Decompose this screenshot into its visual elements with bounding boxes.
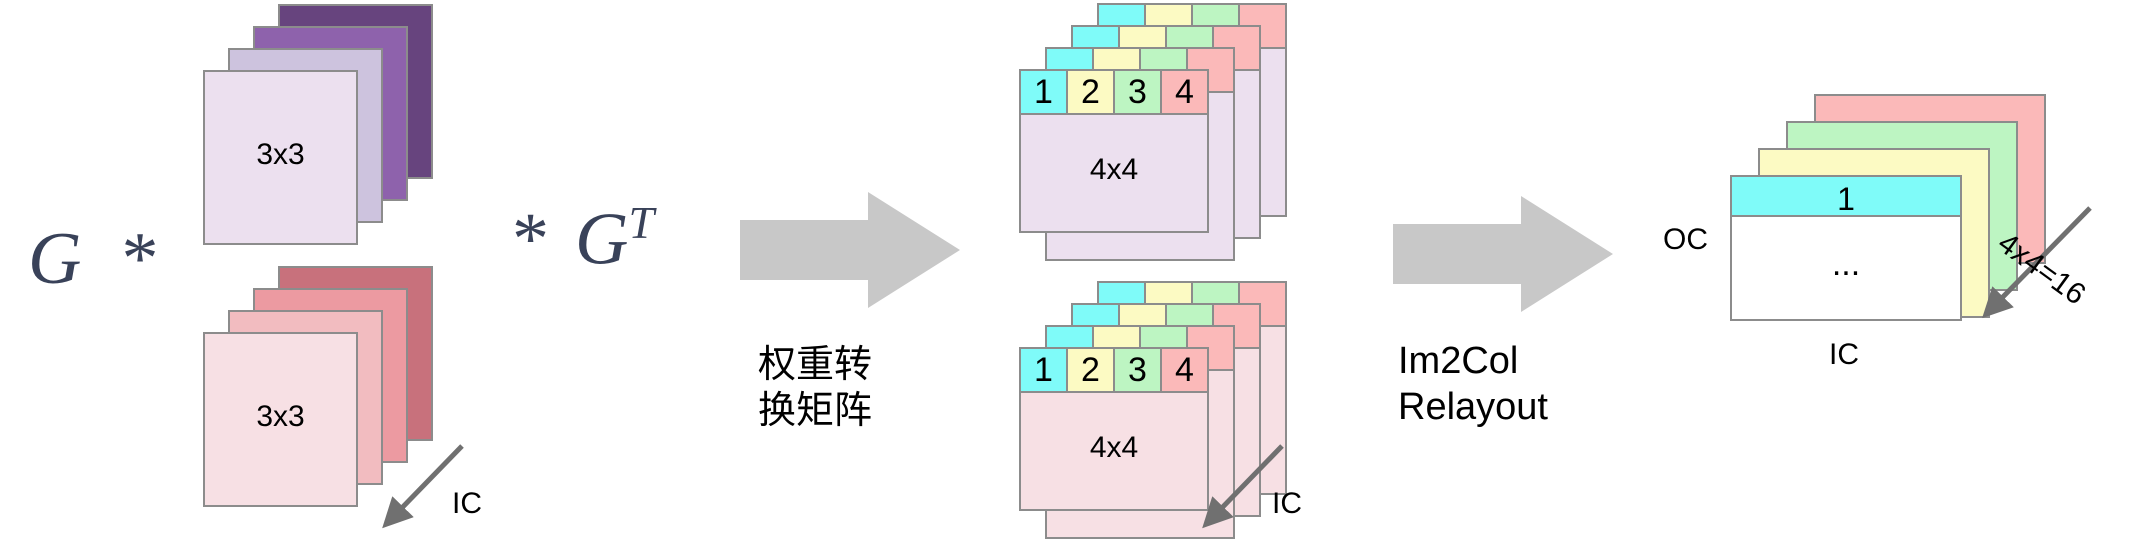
cell-3: 3 <box>1115 71 1162 113</box>
cell-2: 2 <box>1068 349 1115 391</box>
front-header-band: 1 <box>1730 175 1962 217</box>
layer-size-label: 3x3 <box>256 138 305 171</box>
transform-caption: 权重转 换矩阵 <box>758 344 873 433</box>
ic-depth-arrow-stage1 <box>370 440 490 535</box>
front-body: ... <box>1730 215 1962 321</box>
left-operand-label: G* <box>28 222 158 296</box>
layer-size-label: 3x3 <box>256 400 305 433</box>
layer-front: 3x3 <box>203 70 358 245</box>
asterisk-operator-right: * <box>512 198 549 281</box>
g-symbol: G <box>28 218 82 300</box>
right-operand-label: *GT <box>512 200 654 277</box>
cell-row: 1 2 3 4 <box>1019 69 1209 115</box>
layer-size-label: 4x4 <box>1089 431 1139 464</box>
layer-size-label: 4x4 <box>1089 153 1139 186</box>
layer-front: 3x3 <box>203 332 358 507</box>
im2col-arrow <box>1393 196 1613 312</box>
cell-2: 2 <box>1068 71 1115 113</box>
stack-3x3-pink: 3x3 <box>0 262 470 507</box>
oc-axis-label: OC <box>1663 223 1708 256</box>
ic-axis-label: IC <box>1829 338 1859 371</box>
front-body-value: ... <box>1831 245 1861 283</box>
cell-4: 4 <box>1162 71 1207 113</box>
ic-depth-arrow-stage2 <box>1190 440 1310 535</box>
depth-arrow-stage3 <box>1966 198 2126 333</box>
cell-4: 4 <box>1162 349 1207 391</box>
cell-1: 1 <box>1021 71 1068 113</box>
transform-arrow <box>740 192 960 308</box>
front-header-value: 1 <box>1837 181 1855 217</box>
transpose-superscript: T <box>628 197 654 248</box>
cell-1: 1 <box>1021 349 1068 391</box>
ic-label-stage1: IC <box>452 487 482 520</box>
im2col-caption: Im2Col Relayout <box>1398 340 1548 429</box>
cell-row: 1 2 3 4 <box>1019 347 1209 393</box>
cell-3: 3 <box>1115 349 1162 391</box>
asterisk-operator-left: * <box>121 218 159 300</box>
g-transpose-symbol: G <box>575 198 629 281</box>
stack-4x4-purple: 1 2 3 4 4x4 <box>0 0 1360 261</box>
ic-label-stage2: IC <box>1272 487 1302 520</box>
stack-3x3-purple: 3x3 <box>0 0 470 245</box>
stack-4x4-pink: 1 2 3 4 4x4 <box>0 278 1360 539</box>
